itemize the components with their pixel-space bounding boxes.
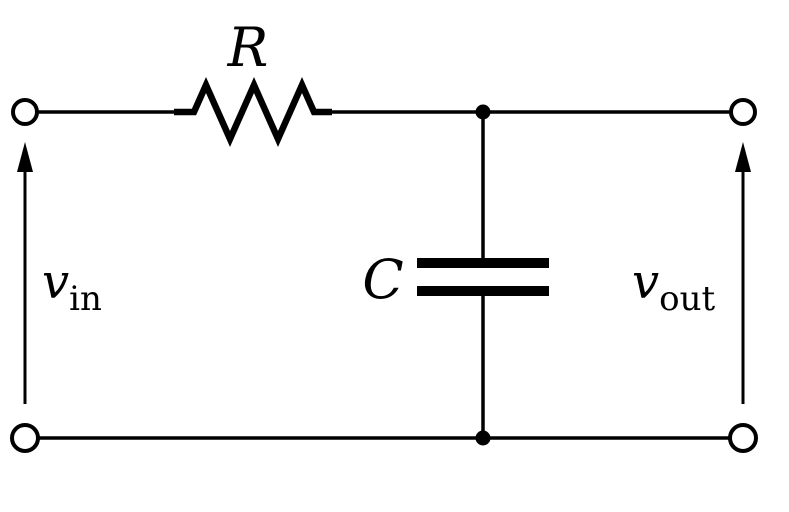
top-junction-dot [475,104,491,120]
vout-arrowhead-icon [735,142,751,172]
input-voltage-subscript: in [69,279,102,319]
vin-arrowhead-icon [17,142,33,172]
input-bottom-terminal [10,423,40,453]
bottom-junction-dot [475,430,491,446]
capacitor-label: C [362,248,403,311]
input-top-terminal [11,98,39,126]
output-top-terminal [729,98,757,126]
output-voltage-symbol: v [632,254,659,310]
resistor-symbol [174,76,332,148]
input-voltage-symbol: v [42,254,69,310]
resistor-label: R [227,16,269,79]
input-voltage-label: vin [42,254,102,319]
output-voltage-subscript: out [659,279,715,319]
output-bottom-terminal [728,423,758,453]
output-voltage-label: vout [632,254,715,319]
